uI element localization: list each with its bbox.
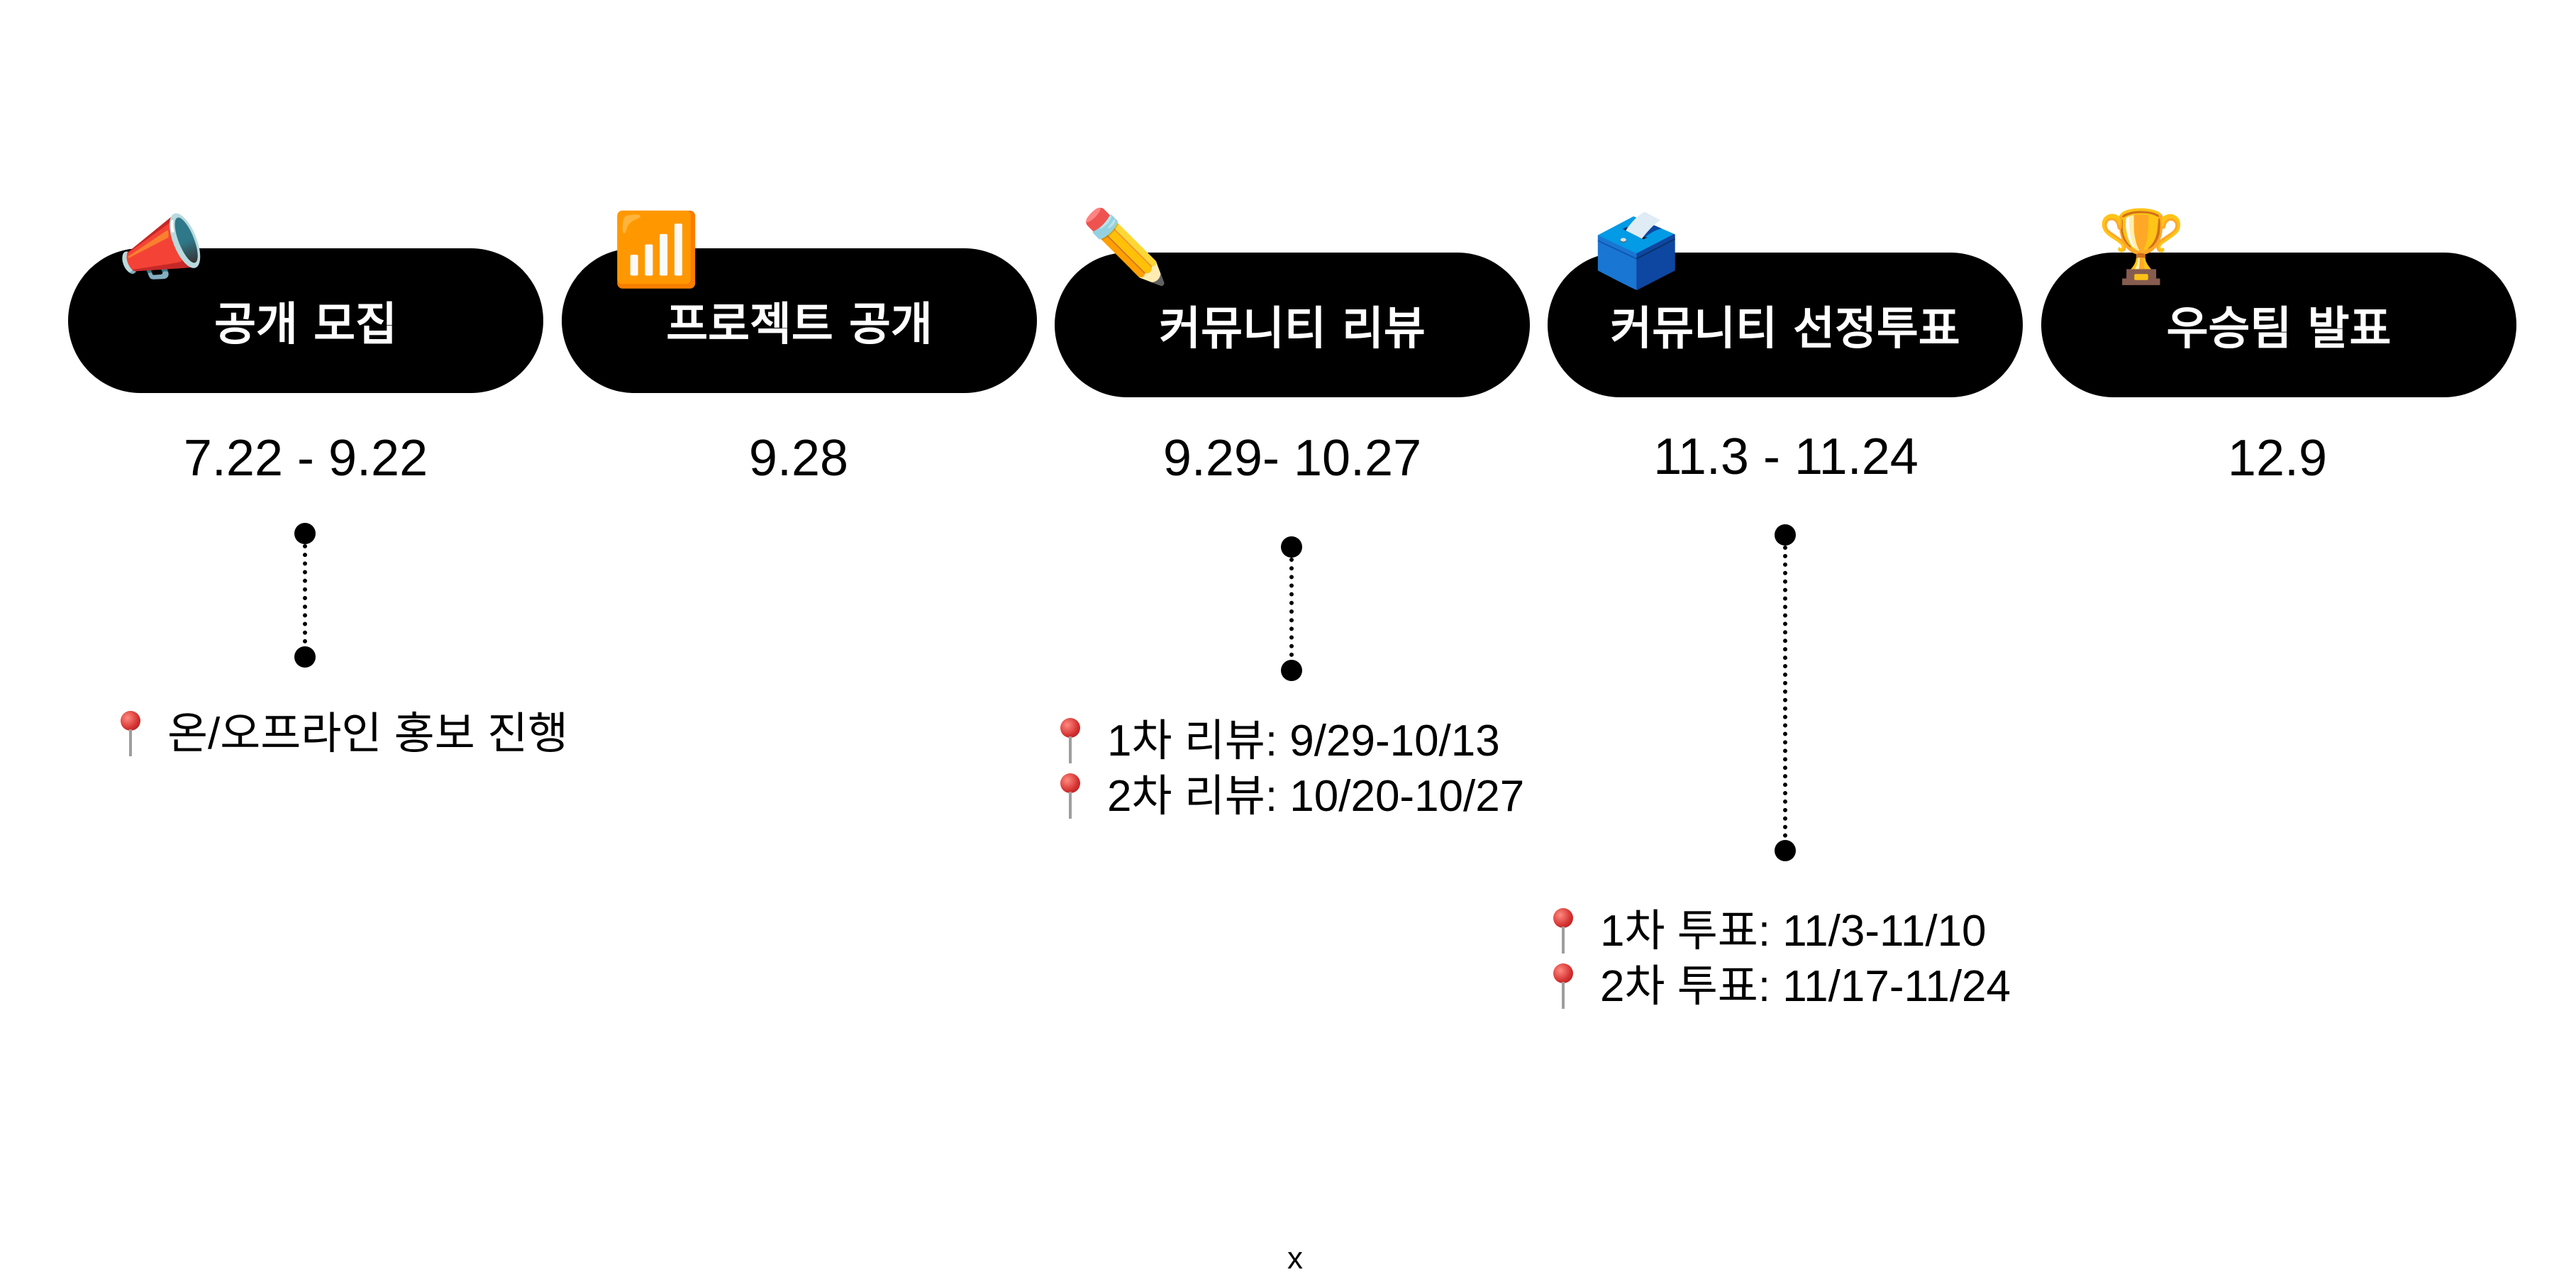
detail-note: 1차 투표: 11/3-11/10 xyxy=(1549,908,1987,955)
pushpin-icon xyxy=(1549,963,1577,1010)
detail-note: 1차 리뷰: 9/29-10/13 xyxy=(1056,718,1500,765)
stage-date: 7.22 - 9.22 xyxy=(183,430,428,487)
stage-title: 공개 모집 xyxy=(214,299,397,351)
detail-text: 2차 리뷰: 10/20-10/27 xyxy=(1107,772,1525,821)
detail-note: 2차 투표: 11/17-11/24 xyxy=(1549,963,2011,1010)
detail-note: 2차 리뷰: 10/20-10/27 xyxy=(1056,773,1524,820)
pushpin-icon xyxy=(1056,773,1084,820)
pushpin-icon xyxy=(1056,718,1084,765)
footer-mark: x xyxy=(1287,1241,1303,1276)
detail-text: 1차 리뷰: 9/29-10/13 xyxy=(1107,717,1500,765)
ballot-box-icon: 🗳️ xyxy=(1592,209,1681,292)
stage-title: 프로젝트 공개 xyxy=(666,299,933,351)
stage-title: 커뮤니티 선정투표 xyxy=(1610,303,1960,355)
connector-top-dot xyxy=(294,523,316,544)
connector-top-dot xyxy=(1281,536,1302,558)
detail-note: 온/오프라인 홍보 진행 xyxy=(116,711,568,758)
stage-pill-project-reveal: 프로젝트 공개 xyxy=(562,248,1037,393)
stage-title: 커뮤니티 리뷰 xyxy=(1159,303,1426,355)
wifi-icon: 📶 xyxy=(612,208,701,291)
stage-pill-recruitment: 공개 모집 xyxy=(68,248,543,393)
connector-dotted-line xyxy=(303,544,307,643)
pushpin-icon xyxy=(116,711,145,758)
connector-bottom-dot xyxy=(1775,840,1796,861)
connector-dotted-line xyxy=(1289,558,1294,657)
connector-bottom-dot xyxy=(294,646,316,668)
stage-pill-community-vote: 커뮤니티 선정투표 xyxy=(1548,253,2023,397)
stage-date: 11.3 - 11.24 xyxy=(1653,429,1919,485)
stage-date: 9.28 xyxy=(748,430,849,487)
pushpin-icon xyxy=(1549,908,1577,955)
stage-date: 12.9 xyxy=(2227,430,2328,487)
stage-pill-winner-announcement: 우승팀 발표 xyxy=(2041,253,2516,397)
detail-text: 1차 투표: 11/3-11/10 xyxy=(1600,907,1987,956)
connector-top-dot xyxy=(1775,524,1796,546)
connector-bottom-dot xyxy=(1281,660,1302,681)
stage-date: 9.29- 10.27 xyxy=(1162,430,1422,487)
stage-title: 우승팀 발표 xyxy=(2166,303,2392,355)
connector-dotted-line xyxy=(1783,546,1787,838)
trophy-icon: 🏆 xyxy=(2097,205,2186,288)
pencil-icon: ✏️ xyxy=(1081,205,1170,288)
detail-text: 2차 투표: 11/17-11/24 xyxy=(1600,962,2011,1011)
megaphone-icon: 📣 xyxy=(117,206,206,289)
stage-pill-community-review: 커뮤니티 리뷰 xyxy=(1055,253,1530,397)
detail-text: 온/오프라인 홍보 진행 xyxy=(167,709,569,758)
